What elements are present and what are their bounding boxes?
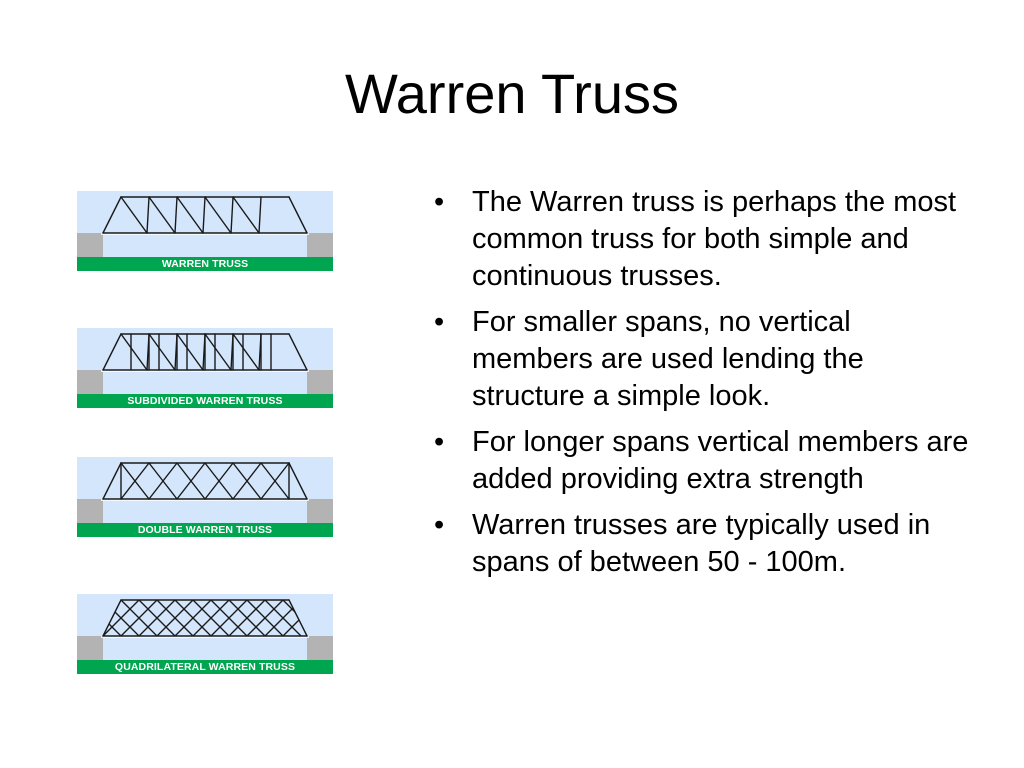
diagonal-member <box>232 462 262 500</box>
sky-background <box>77 457 333 523</box>
end-post <box>288 333 308 371</box>
subdivided-warren-truss-caption: SUBDIVIDED WARREN TRUSS <box>127 395 283 407</box>
diagonal-member <box>204 196 232 234</box>
left-abutment <box>77 233 103 257</box>
bullet-item: • For smaller spans, no vertical members … <box>434 304 972 415</box>
double-warren-truss-figure: DOUBLE WARREN TRUSS <box>77 457 333 537</box>
diagonal-member <box>148 462 178 500</box>
bullet-item: • The Warren truss is perhaps the most co… <box>434 184 972 295</box>
warren-truss-diagram <box>77 191 333 271</box>
left-abutment <box>77 370 103 394</box>
diagonal-member <box>204 462 234 500</box>
lattice-member <box>156 600 194 636</box>
bullet-icon: • <box>434 186 445 218</box>
left-abutment <box>77 499 103 523</box>
diagonal-member <box>174 196 178 234</box>
lattice-member <box>264 600 302 636</box>
bullet-item: • For longer spans vertical members are a… <box>434 424 972 498</box>
bullet-list: • The Warren truss is perhaps the most co… <box>434 184 974 590</box>
bullet-text: The Warren truss is perhaps the most com… <box>472 186 957 292</box>
double-warren-truss-diagram <box>77 457 333 537</box>
bullet-text: Warren trusses are typically used in spa… <box>472 509 931 578</box>
diagonal-member <box>176 196 204 234</box>
diagonal-member <box>258 196 262 234</box>
quadrilateral-warren-truss-diagram <box>77 594 333 674</box>
end-post <box>102 333 122 371</box>
end-post <box>102 462 122 500</box>
subdivided-warren-truss-diagram <box>77 328 333 408</box>
end-post <box>102 196 122 234</box>
diagonal-member <box>176 333 204 371</box>
diagonal-member <box>148 333 176 371</box>
left-abutment <box>77 636 103 660</box>
bullet-item: • Warren trusses are typically used in sp… <box>434 507 972 581</box>
lattice-member <box>192 600 230 636</box>
diagonal-member <box>204 333 232 371</box>
diagonal-member <box>202 196 206 234</box>
diagonal-member <box>176 462 206 500</box>
lattice-member <box>246 600 284 636</box>
lattice-member <box>228 600 266 636</box>
ground-strip <box>77 257 333 271</box>
diagonal-member <box>120 333 148 371</box>
double-warren-truss-caption: DOUBLE WARREN TRUSS <box>137 524 273 536</box>
end-post <box>288 196 308 234</box>
lattice-member <box>174 600 212 636</box>
diagonal-member <box>146 196 150 234</box>
subdivided-warren-truss-figure: SUBDIVIDED WARREN TRUSS <box>77 328 333 408</box>
right-abutment <box>307 499 333 523</box>
slide-title: Warren Truss <box>345 62 679 125</box>
diagonal-member <box>260 462 290 500</box>
diagonal-member <box>120 196 148 234</box>
ground-strip <box>77 394 333 408</box>
diagonal-member <box>148 196 176 234</box>
warren-truss-caption: WARREN TRUSS <box>161 258 249 270</box>
ground-strip <box>77 523 333 537</box>
lattice-member <box>120 600 158 636</box>
bullet-icon: • <box>434 509 445 541</box>
quadrilateral-warren-truss-caption: QUADRILATERAL WARREN TRUSS <box>114 661 296 673</box>
end-post <box>288 599 308 637</box>
lattice-member <box>138 600 176 636</box>
diagonal-member <box>232 333 260 371</box>
end-post <box>102 599 122 637</box>
warren-truss-figure: WARREN TRUSS <box>77 191 333 271</box>
ground-strip <box>77 660 333 674</box>
lattice-member <box>210 600 248 636</box>
quadrilateral-warren-truss-figure: QUADRILATERAL WARREN TRUSS <box>77 594 333 674</box>
lattice-member <box>103 600 122 636</box>
right-abutment <box>307 370 333 394</box>
diagonal-member <box>120 462 150 500</box>
bullet-text: For longer spans vertical members are ad… <box>472 426 969 495</box>
end-post <box>288 462 308 500</box>
diagonal-member <box>232 196 260 234</box>
sky-background <box>77 594 333 660</box>
right-abutment <box>307 636 333 660</box>
bullet-icon: • <box>434 426 445 458</box>
diagonal-member <box>230 196 234 234</box>
bullet-text: For smaller spans, no vertical members a… <box>472 306 864 412</box>
right-abutment <box>307 233 333 257</box>
bullet-icon: • <box>434 306 445 338</box>
